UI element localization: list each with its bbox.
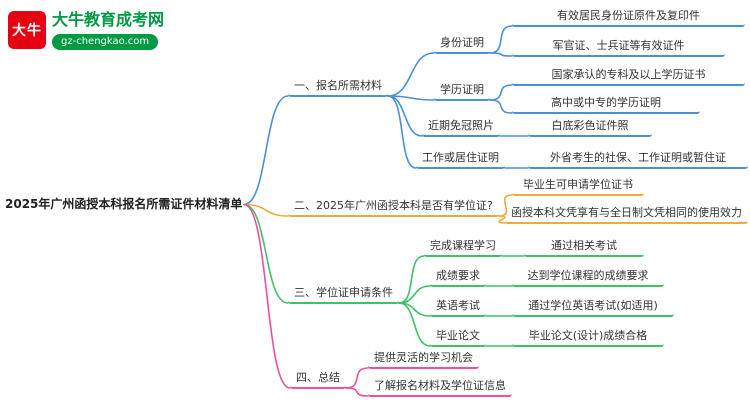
node-grade-requirements: 成绩要求: [430, 266, 486, 287]
leaf-meet-course-grades: 达到学位课程的成绩要求: [512, 266, 664, 287]
node-recent-photo: 近期免冠照片: [422, 116, 500, 137]
leaf-graduates-can-apply: 毕业生可申请学位证书: [512, 175, 644, 196]
leaf-flexible-learning: 提供灵活的学习机会: [368, 348, 479, 369]
leaf-pass-related-exams: 通过相关考试: [524, 236, 644, 257]
node-identity-proof: 身份证明: [434, 33, 490, 54]
leaf-highschool-diploma: 高中或中专的学历证明: [512, 93, 700, 114]
node-work-residence-proof: 工作或居住证明: [416, 148, 505, 169]
leaf-thesis-pass-grade: 毕业论文(设计)成绩合格: [512, 326, 664, 347]
logo-text: 大牛教育成考网 gz-chengkao.com: [52, 10, 164, 50]
node-degree-certificate-question: 二、2025年广州函授本科是否有学位证?: [288, 196, 499, 217]
root-topic: 2025年广州函授本科报名所需证件材料清单: [5, 197, 243, 211]
leaf-military-id: 军官证、士兵证等有效证件: [512, 36, 725, 57]
leaf-white-background-photo: 白底彩色证件照: [528, 116, 652, 137]
leaf-social-security-proof: 外省考生的社保、工作证明或暂住证: [528, 148, 748, 169]
leaf-know-materials-info: 了解报名材料及学位证信息: [368, 376, 512, 397]
site-name: 大牛教育成考网: [52, 10, 165, 29]
node-english-exam: 英语考试: [430, 296, 486, 317]
node-summary: 四、总结: [290, 368, 346, 389]
node-complete-courses: 完成课程学习: [424, 236, 502, 257]
leaf-diploma-equal-effect: 函授本科文凭享有与全日制文凭相同的使用效力: [505, 203, 748, 224]
node-registration-materials: 一、报名所需材料: [288, 76, 388, 97]
node-degree-application-conditions: 三、学位证申请条件: [288, 283, 399, 304]
leaf-state-recognized-diploma: 国家承认的专科及以上学历证书: [512, 65, 745, 86]
node-education-proof: 学历证明: [434, 80, 490, 101]
node-graduation-thesis: 毕业论文: [430, 326, 486, 347]
leaf-pass-degree-english: 通过学位英语考试(如适用): [512, 296, 674, 317]
leaf-id-card-original-copy: 有效居民身份证原件及复印件: [512, 6, 745, 27]
site-url: gz-chengkao.com: [52, 34, 159, 50]
logo-icon: 大牛: [8, 11, 46, 49]
site-logo: 大牛 大牛教育成考网 gz-chengkao.com: [8, 10, 164, 50]
